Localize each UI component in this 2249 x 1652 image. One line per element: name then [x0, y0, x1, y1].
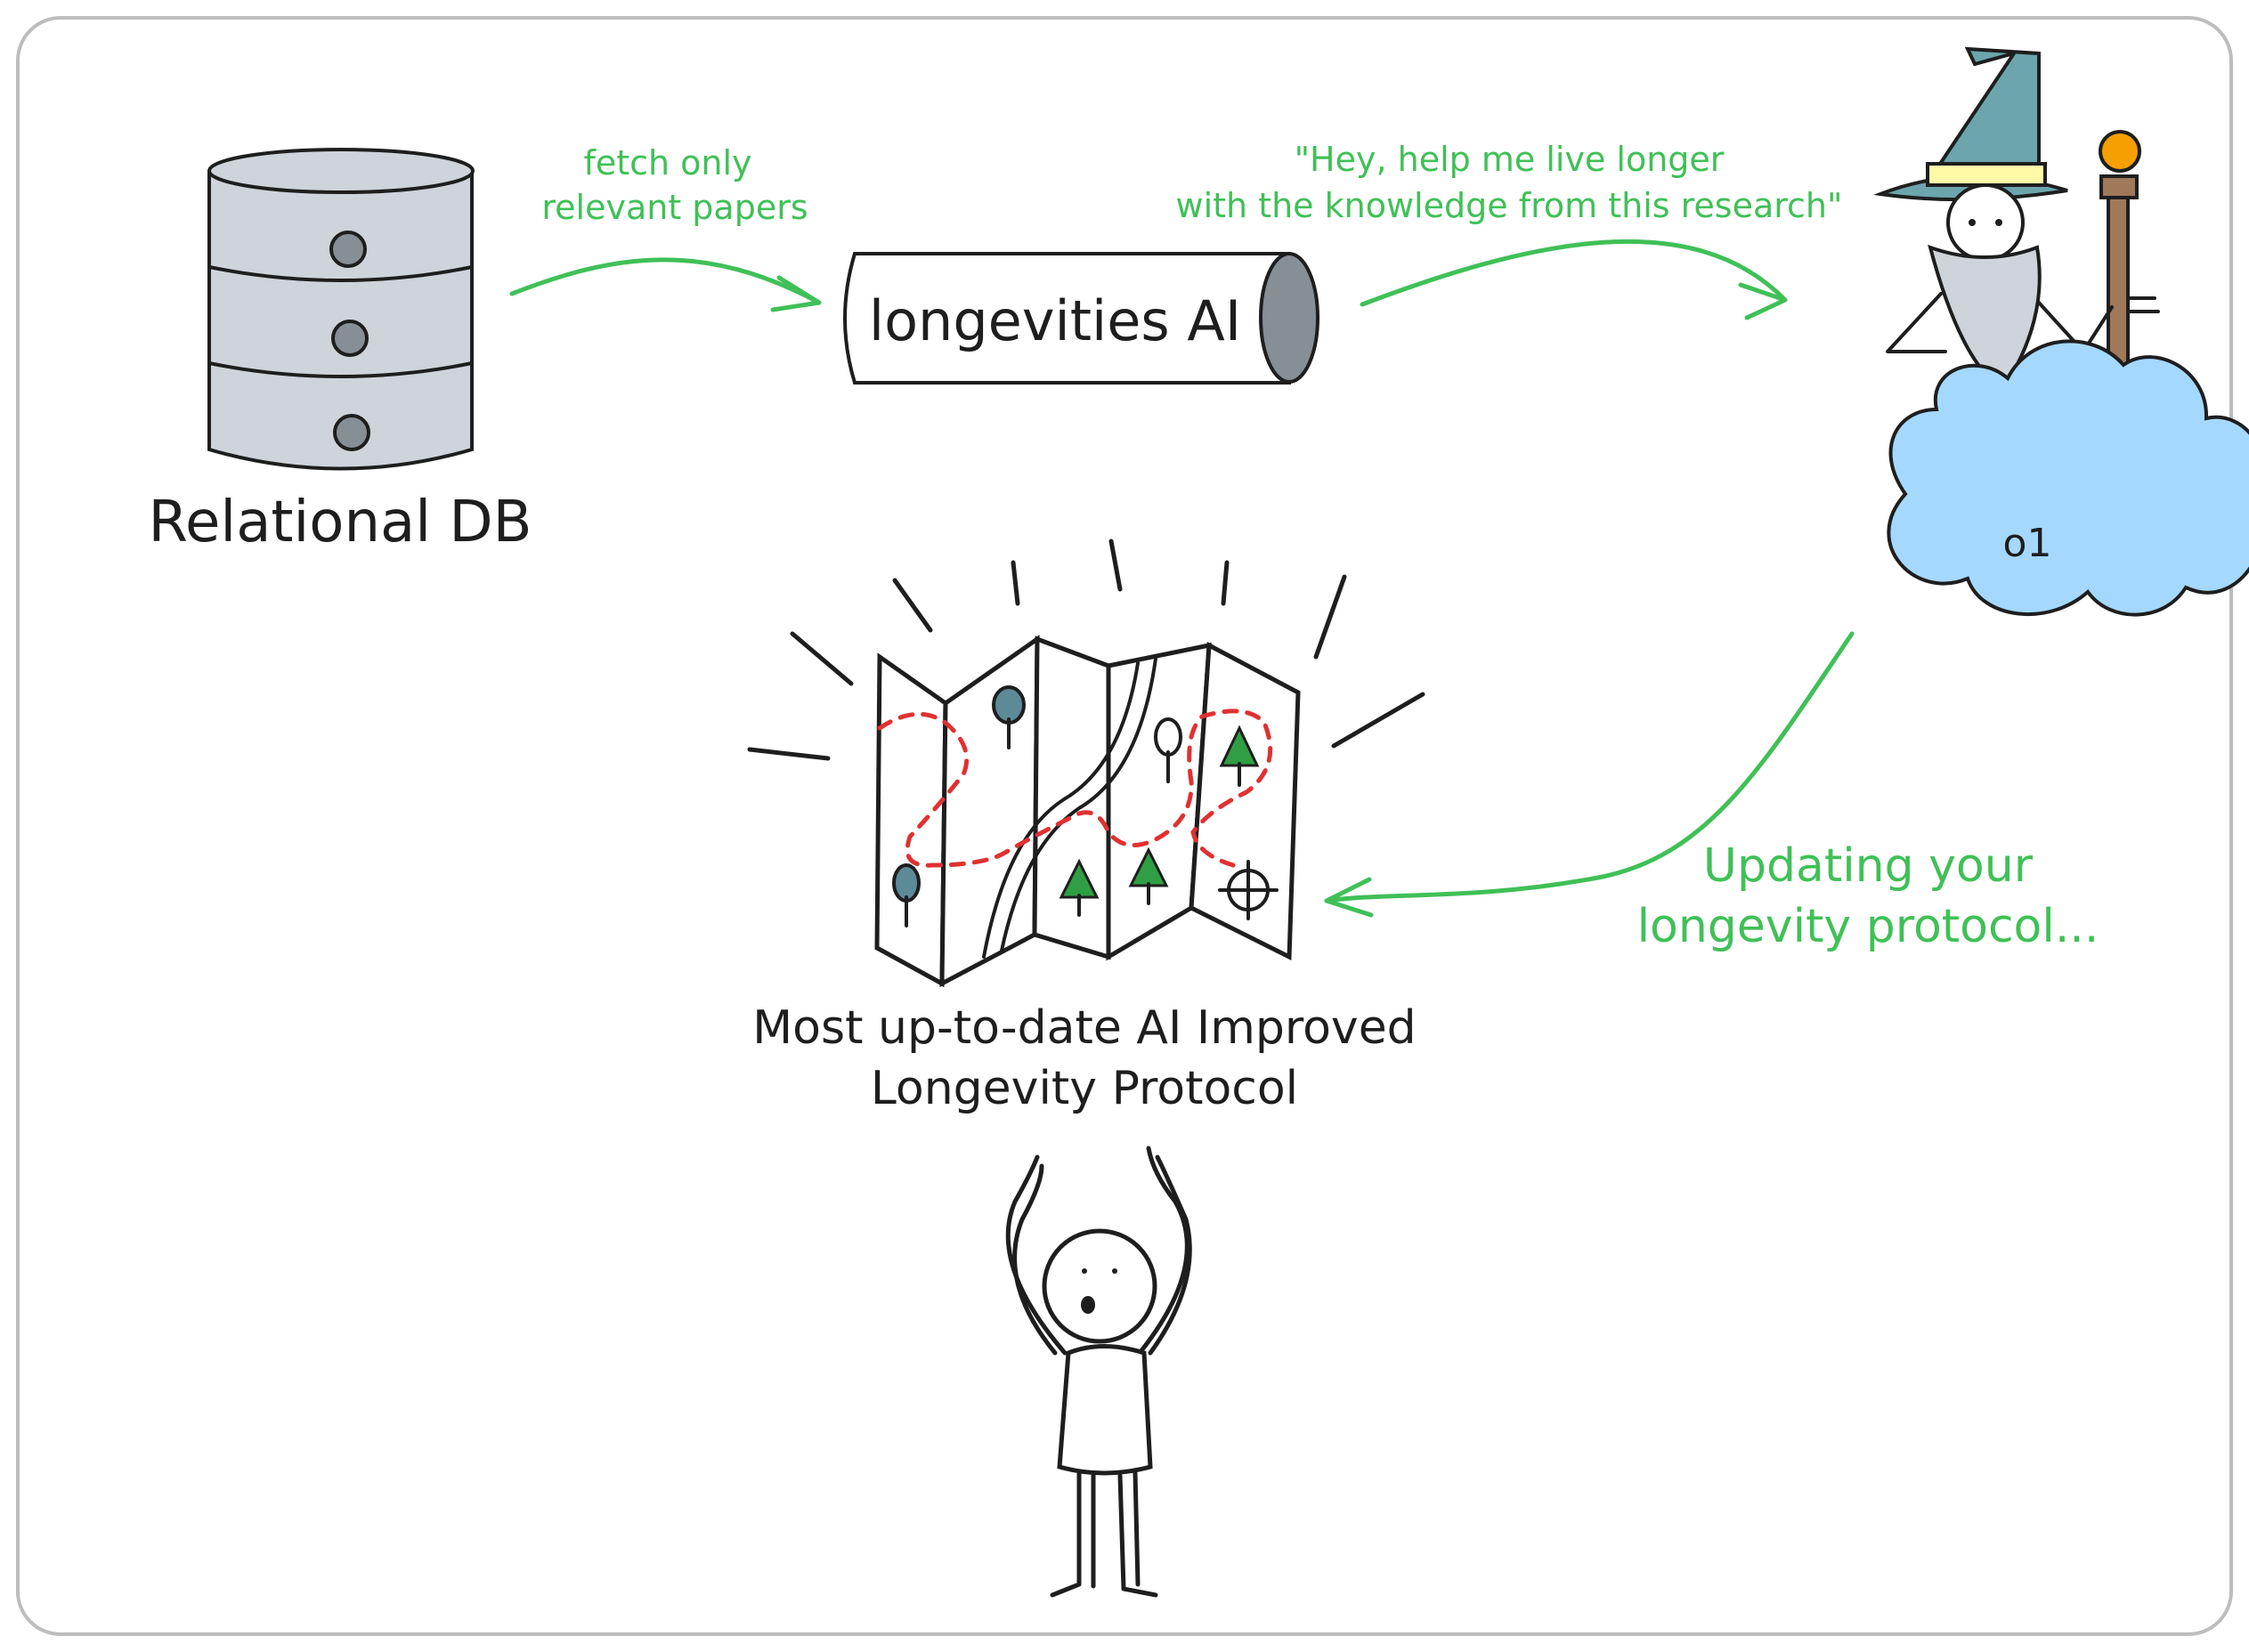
tree-icon [1219, 725, 1260, 787]
tree-icon [892, 863, 921, 927]
model-label: o1 [2003, 521, 2052, 566]
map-icon [747, 539, 1425, 988]
protocol-label-line1: Most up-to-date AI Improved [752, 1001, 1416, 1055]
edge-label-update-line1: Updating your [1703, 839, 2034, 893]
pipe-label: longevities AI [869, 288, 1241, 353]
arrow-ai-to-model [1360, 239, 1788, 320]
edge-label-ask-line1: "Hey, help me live longer [1295, 140, 1725, 179]
edge-label-update-line2: longevity protocol... [1637, 900, 2099, 953]
edge-label-fetch-line2: relevant papers [541, 188, 808, 227]
database-label: Relational DB [148, 490, 532, 555]
crosshair-icon [1218, 860, 1279, 920]
edge-label-fetch-line1: fetch only [583, 143, 751, 182]
arrow-model-to-protocol [1324, 631, 1855, 918]
cloud-icon [1887, 339, 2249, 617]
protocol-label-line2: Longevity Protocol [871, 1062, 1298, 1115]
tree-icon [1128, 846, 1169, 905]
arrow-db-to-ai [509, 257, 822, 312]
edge-label-ask-line2: with the knowledge from this research" [1176, 186, 1843, 225]
database-icon [207, 148, 475, 471]
tree-icon [1059, 858, 1100, 917]
tree-icon [992, 685, 1026, 749]
person-icon [1005, 1146, 1192, 1598]
pipe-icon [843, 252, 1319, 385]
tree-icon [1154, 717, 1182, 783]
